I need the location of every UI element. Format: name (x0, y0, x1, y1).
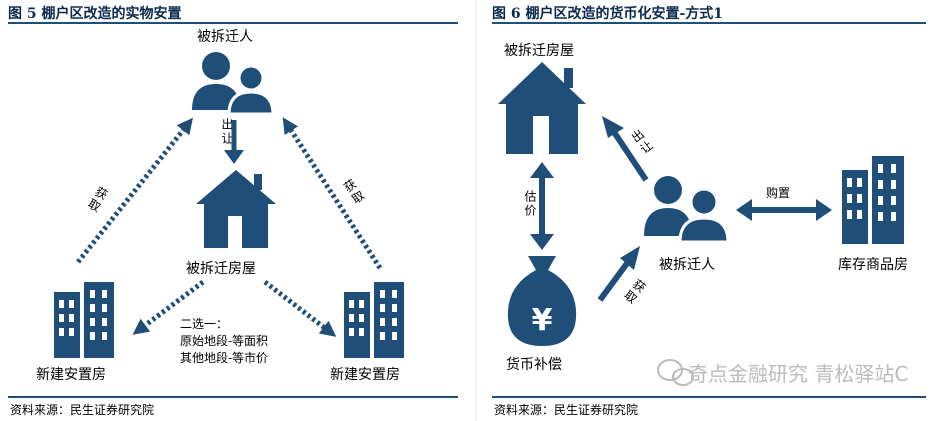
right-house-label: 被拆迁房屋 (504, 43, 574, 59)
building-icon (842, 156, 904, 244)
people-icon (644, 176, 730, 244)
right-money-compensation-label: 货币补偿 (506, 357, 562, 373)
left-house-label: 被拆迁房屋 (186, 261, 256, 277)
building-icon (54, 282, 114, 358)
left-source-note: 资料来源：民生证券研究院 (10, 403, 155, 417)
left-source-rule (8, 396, 458, 398)
right-valuation-label: 估价 (523, 190, 537, 218)
right-inventory-housing-label: 库存商品房 (838, 257, 908, 273)
right-panel-title: 图 6 棚户区改造的货币化安置-方式1 (492, 6, 724, 22)
right-source-rule (492, 396, 926, 398)
obtain-arrow-left (76, 117, 193, 264)
people-icon (192, 52, 275, 116)
right-purchase-label: 购置 (766, 186, 791, 200)
left-new-housing-label-left: 新建安置房 (36, 367, 106, 383)
choose-note-line: 二选一： (180, 317, 229, 331)
watermark-text: 奇点金融研究 青松驿站C (688, 362, 909, 386)
choose-arrow-right (263, 280, 337, 337)
transfer-arrow (224, 120, 244, 164)
left-new-housing-label-right: 新建安置房 (330, 367, 400, 383)
right-title-rule (492, 22, 926, 24)
currency-symbol: ¥ (532, 303, 553, 338)
house-icon (498, 62, 586, 154)
house-icon (196, 170, 276, 248)
watermark-logo-icon (657, 359, 694, 386)
choose-note-line: 其他地段-等市价 (180, 351, 269, 365)
choose-arrow-left (132, 280, 205, 335)
choose-note-line: 原始地段-等面积 (180, 334, 269, 348)
left-choose-note: 二选一： 原始地段-等面积 其他地段-等市价 (180, 316, 268, 367)
obtain-arrow-right (282, 117, 383, 270)
left-displaced-people-label: 被拆迁人 (197, 29, 253, 45)
left-transfer-label: 出让 (220, 118, 234, 146)
obtain-arrow (597, 246, 640, 302)
purchase-arrow (736, 199, 832, 221)
right-source-note: 资料来源：民生证券研究院 (494, 403, 639, 417)
transfer-arrow (602, 116, 649, 182)
building-icon (344, 282, 404, 358)
money-bag-icon: ¥ (507, 256, 577, 346)
right-displaced-people-label: 被拆迁人 (659, 257, 715, 273)
valuation-arrow (530, 162, 554, 250)
left-title-rule (8, 22, 458, 24)
left-panel-title: 图 5 棚户区改造的实物安置 (8, 6, 182, 22)
